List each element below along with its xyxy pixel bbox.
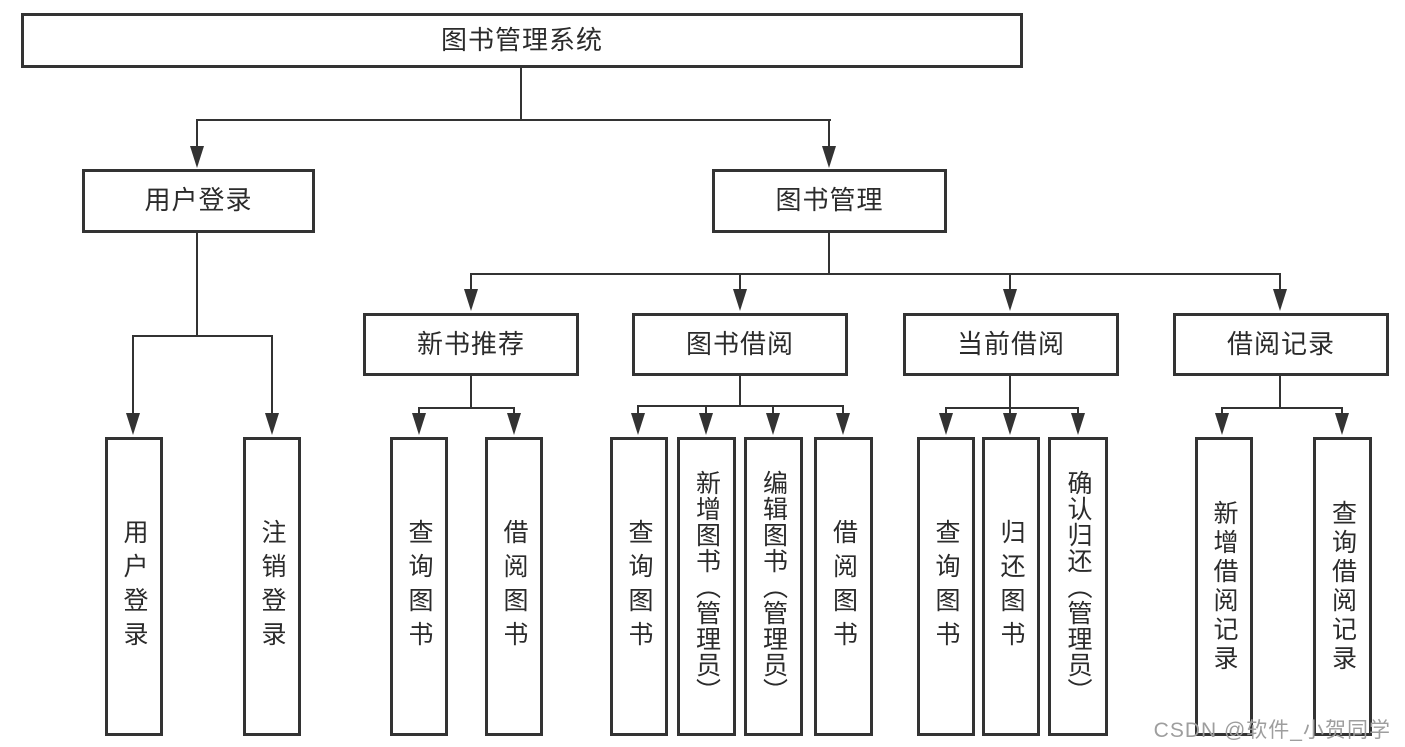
arrowhead-down-icon <box>190 146 204 168</box>
connector-to-user-login <box>196 119 198 149</box>
node-leaf-return-books: 归还图书 <box>982 437 1040 736</box>
node-leaf-query-borrow-record: 查询借阅记录 <box>1313 437 1372 736</box>
connector-current-borrowing-rail <box>946 407 1078 409</box>
csdn-watermark: CSDN @软件_小贺同学 <box>1153 719 1391 742</box>
node-leaf-confirm-return-admin: 确认归还（管理员） <box>1048 437 1108 736</box>
node-leaf-user-login: 用户登录 <box>105 437 163 736</box>
connector-to-new-book-recommend <box>470 273 472 291</box>
arrowhead-down-icon <box>464 289 478 311</box>
arrowhead-down-icon <box>822 146 836 168</box>
node-leaf-query-books-3: 查询图书 <box>917 437 975 736</box>
connector-book-management-rail <box>471 273 1281 275</box>
connector-new-book-rail <box>419 407 515 409</box>
connector-borrowing-records-stem <box>1279 376 1281 407</box>
arrowhead-down-icon <box>1071 413 1085 435</box>
connector-to-leaf <box>513 407 515 415</box>
node-leaf-add-book-admin: 新增图书（管理员） <box>677 437 736 736</box>
arrowhead-down-icon <box>939 413 953 435</box>
node-borrowing-records: 借阅记录 <box>1173 313 1389 376</box>
connector-to-leaf <box>637 405 639 415</box>
node-book-management: 图书管理 <box>712 169 947 233</box>
node-leaf-add-borrow-record: 新增借阅记录 <box>1195 437 1253 736</box>
connector-to-leaf <box>418 407 420 415</box>
connector-to-current-borrowing <box>1009 273 1011 291</box>
arrowhead-down-icon <box>1335 413 1349 435</box>
connector-to-leaf <box>945 407 947 415</box>
connector-to-leaf <box>772 405 774 415</box>
arrowhead-down-icon <box>699 413 713 435</box>
arrowhead-down-icon <box>507 413 521 435</box>
connector-to-book-management <box>828 119 830 149</box>
connector-root-rail <box>197 119 831 121</box>
arrowhead-down-icon <box>733 289 747 311</box>
connector-book-borrowing-rail <box>638 405 843 407</box>
node-user-login: 用户登录 <box>82 169 315 233</box>
connector-book-borrowing-stem <box>739 376 741 405</box>
connector-to-leaf <box>1221 407 1223 415</box>
connector-to-book-borrowing <box>739 273 741 291</box>
arrowhead-down-icon <box>1003 289 1017 311</box>
connector-to-leaf <box>1341 407 1343 415</box>
node-current-borrowing: 当前借阅 <box>903 313 1119 376</box>
arrowhead-down-icon <box>265 413 279 435</box>
connector-user-login-stem <box>196 233 198 335</box>
connector-user-login-rail <box>133 335 273 337</box>
connector-new-book-stem <box>470 376 472 407</box>
connector-borrowing-records-rail <box>1222 407 1342 409</box>
node-leaf-borrow-books-2: 借阅图书 <box>814 437 873 736</box>
node-leaf-borrow-books-1: 借阅图书 <box>485 437 543 736</box>
arrowhead-down-icon <box>1215 413 1229 435</box>
connector-to-leaf <box>705 405 707 415</box>
node-library-management-system: 图书管理系统 <box>21 13 1023 68</box>
connector-root-stem <box>520 68 522 119</box>
node-leaf-logout: 注销登录 <box>243 437 301 736</box>
arrowhead-down-icon <box>836 413 850 435</box>
connector-to-leaf-logout <box>271 335 273 415</box>
connector-to-leaf <box>1009 407 1011 415</box>
connector-to-borrowing-records <box>1279 273 1281 291</box>
connector-to-leaf-user-login <box>132 335 134 415</box>
node-leaf-edit-book-admin: 编辑图书（管理员） <box>744 437 803 736</box>
arrowhead-down-icon <box>631 413 645 435</box>
node-book-borrowing: 图书借阅 <box>632 313 848 376</box>
connector-to-leaf <box>1077 407 1079 415</box>
arrowhead-down-icon <box>126 413 140 435</box>
arrowhead-down-icon <box>1273 289 1287 311</box>
node-leaf-query-books-2: 查询图书 <box>610 437 668 736</box>
connector-current-borrowing-stem <box>1009 376 1011 407</box>
node-new-book-recommend: 新书推荐 <box>363 313 579 376</box>
arrowhead-down-icon <box>766 413 780 435</box>
node-leaf-query-books-1: 查询图书 <box>390 437 448 736</box>
connector-to-leaf <box>842 405 844 415</box>
arrowhead-down-icon <box>412 413 426 435</box>
connector-book-management-stem <box>828 233 830 273</box>
arrowhead-down-icon <box>1003 413 1017 435</box>
